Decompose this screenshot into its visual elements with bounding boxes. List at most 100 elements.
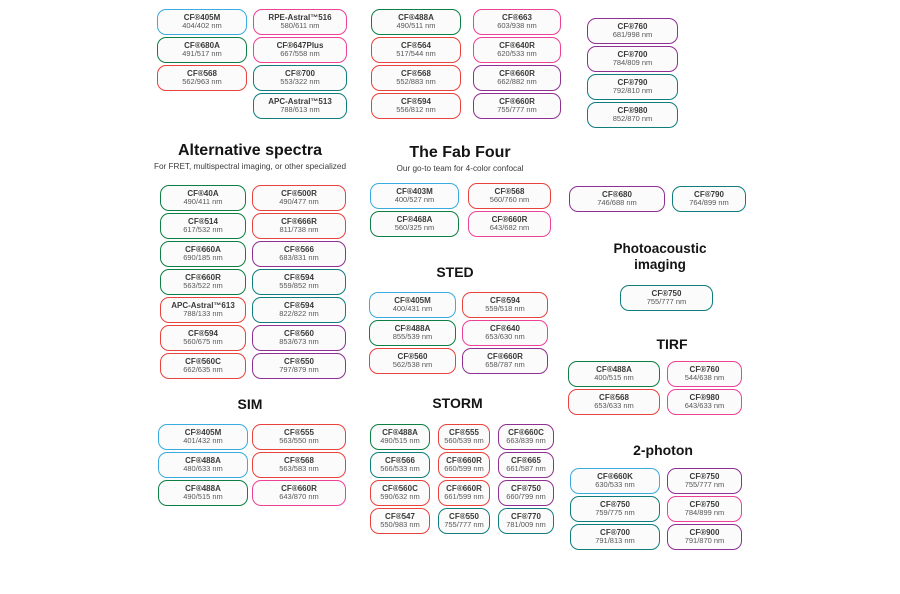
dye-name: CF®640 bbox=[490, 323, 520, 333]
dye-name: CF®980 bbox=[689, 392, 720, 402]
dye-excitation-emission: 490/515 nm bbox=[380, 436, 420, 446]
dye-name: CF®568 bbox=[187, 68, 217, 78]
dye-excitation-emission: 853/673 nm bbox=[279, 337, 319, 347]
dye-name: APC-Astral™613 bbox=[171, 300, 235, 310]
dye-name: CF®760 bbox=[617, 21, 648, 31]
dye-name: CF®550 bbox=[449, 511, 479, 521]
dye-name: CF®660A bbox=[185, 244, 221, 254]
dye-name: CF®560C bbox=[185, 356, 221, 366]
dye-excitation-emission: 658/787 nm bbox=[485, 360, 525, 370]
dye-excitation-emission: 400/515 nm bbox=[594, 373, 634, 383]
dye-name: RPE-Astral™516 bbox=[268, 12, 332, 22]
dye-excitation-emission: 791/813 nm bbox=[595, 536, 635, 546]
dye-name: CF®900 bbox=[689, 527, 720, 537]
dye-name: CF®405M bbox=[184, 427, 222, 437]
dye-excitation-emission: 797/879 nm bbox=[279, 365, 319, 375]
dye-name: CF®594 bbox=[284, 272, 314, 282]
dye-excitation-emission: 755/777 nm bbox=[444, 520, 484, 530]
dye-name: CF®566 bbox=[385, 455, 415, 465]
dye-name: CF®666R bbox=[281, 216, 317, 226]
dye-name: CF®660R bbox=[499, 96, 535, 106]
dye-name: CF®488A bbox=[382, 427, 418, 437]
dye-excitation-emission: 620/533 nm bbox=[497, 49, 537, 59]
dye-excitation-emission: 759/775 nm bbox=[595, 508, 635, 518]
section-title-tirf: TIRF bbox=[656, 336, 688, 352]
dye-name: CF®468A bbox=[396, 214, 433, 224]
dye-excitation-emission: 490/511 nm bbox=[396, 21, 436, 31]
section-title-sted: STED bbox=[436, 264, 474, 280]
dye-name: CF®750 bbox=[511, 483, 541, 493]
dye-name: CF®790 bbox=[694, 189, 724, 199]
dye-excitation-emission: 662/635 nm bbox=[183, 365, 223, 375]
dye-name: CF®594 bbox=[401, 96, 431, 106]
dye-excitation-emission: 563/522 nm bbox=[183, 281, 223, 291]
dye-name: CF®665 bbox=[511, 455, 541, 465]
dye-name: CF®550 bbox=[284, 356, 314, 366]
dye-excitation-emission: 400/431 nm bbox=[392, 304, 433, 314]
dye-name: CF®660R bbox=[487, 351, 523, 361]
dye-excitation-emission: 791/870 nm bbox=[684, 536, 725, 546]
dye-name: CF®40A bbox=[187, 188, 219, 198]
dye-name: CF®488A bbox=[185, 455, 221, 465]
dye-excitation-emission: 550/983 nm bbox=[380, 520, 420, 530]
dye-name: CF®750 bbox=[689, 471, 720, 481]
dye-name: CF®547 bbox=[385, 511, 415, 521]
dye-excitation-emission: 788/613 nm bbox=[280, 105, 320, 115]
dye-name: CF®700 bbox=[600, 527, 630, 537]
dye-excitation-emission: 781/009 nm bbox=[506, 520, 546, 530]
dye-name: CF®980 bbox=[617, 105, 648, 115]
section-title-alternative-spectra: Alternative spectra bbox=[177, 142, 323, 159]
dye-name: CF®555 bbox=[284, 427, 314, 437]
dye-excitation-emission: 784/809 nm bbox=[612, 58, 653, 68]
dye-excitation-emission: 653/630 nm bbox=[485, 332, 525, 342]
dye-excitation-emission: 667/558 nm bbox=[280, 49, 320, 59]
dye-name: CF®700 bbox=[617, 49, 648, 59]
section-subtitle-alternative-spectra: For FRET, multispectral imaging, or othe… bbox=[153, 162, 347, 171]
dye-excitation-emission: 855/539 nm bbox=[392, 332, 433, 342]
dye-excitation-emission: 560/760 nm bbox=[489, 195, 530, 205]
dye-name: CF®647Plus bbox=[276, 40, 324, 50]
dye-excitation-emission: 562/963 nm bbox=[182, 77, 222, 87]
dye-excitation-emission: 746/688 nm bbox=[597, 198, 637, 208]
dye-excitation-emission: 559/518 nm bbox=[485, 304, 525, 314]
dye-excitation-emission: 630/533 nm bbox=[595, 480, 635, 490]
dye-excitation-emission: 811/738 nm bbox=[279, 225, 319, 235]
